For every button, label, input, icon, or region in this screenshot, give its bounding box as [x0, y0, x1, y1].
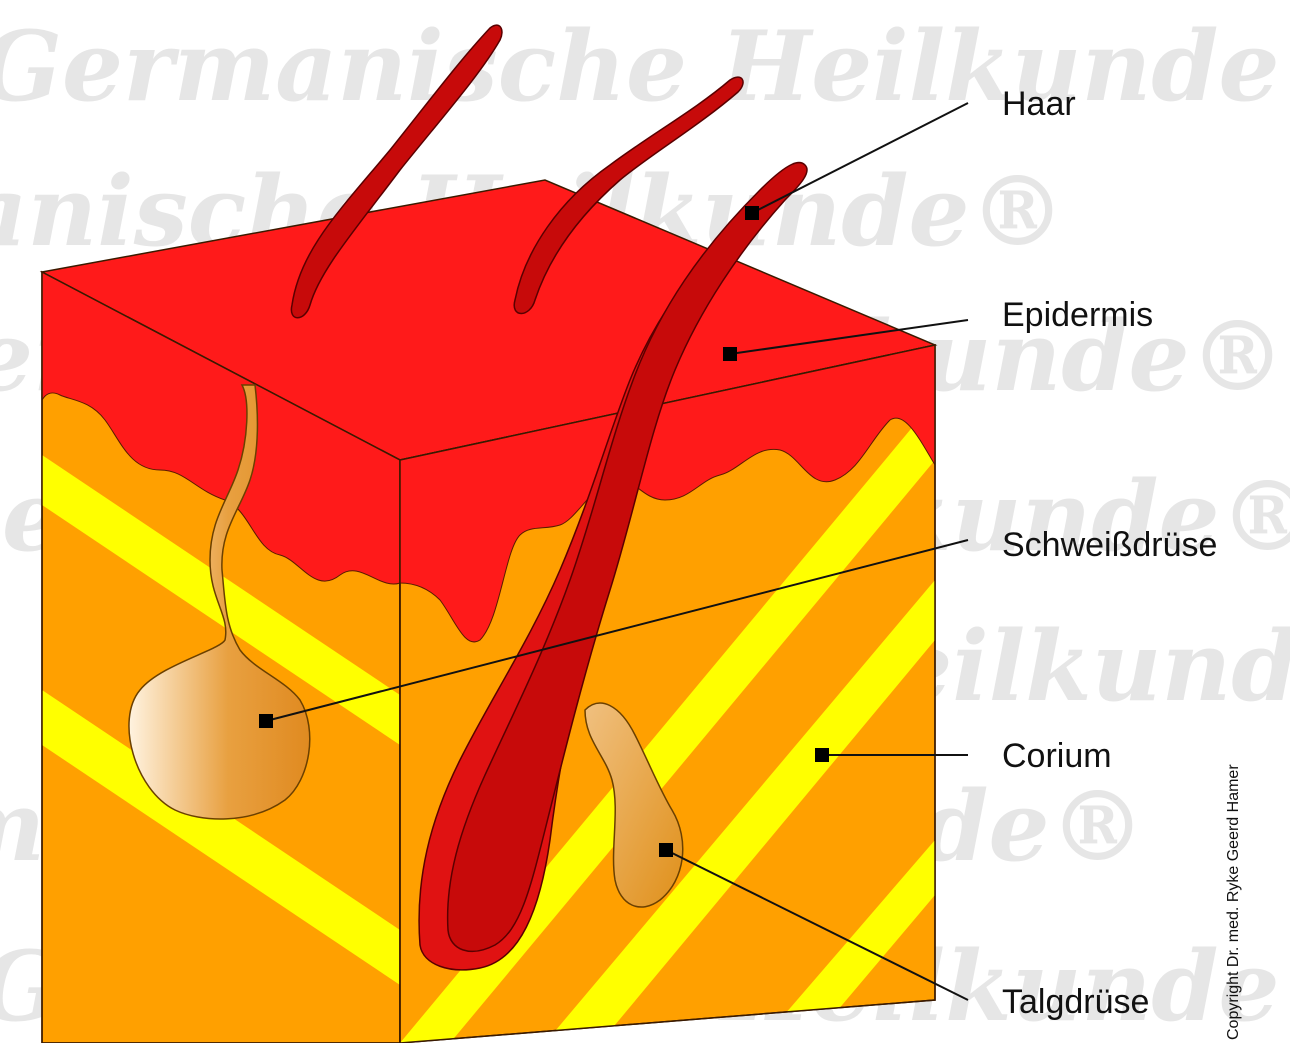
watermark-text: Germanische Heilkunde®	[0, 10, 1290, 123]
marker-corium	[815, 748, 829, 762]
label-haar: Haar	[1002, 85, 1076, 123]
label-schweissdruese: Schweißdrüse	[1002, 526, 1217, 564]
marker-schweissdruese	[259, 714, 273, 728]
label-corium: Corium	[1002, 737, 1112, 775]
label-epidermis: Epidermis	[1002, 296, 1153, 334]
label-talgdruese: Talgdrüse	[1002, 983, 1149, 1021]
marker-epidermis	[723, 347, 737, 361]
copyright: Copyright Dr. med. Ryke Geerd Hamer	[1225, 764, 1242, 1040]
marker-haar	[745, 206, 759, 220]
marker-talgdruese	[659, 843, 673, 857]
